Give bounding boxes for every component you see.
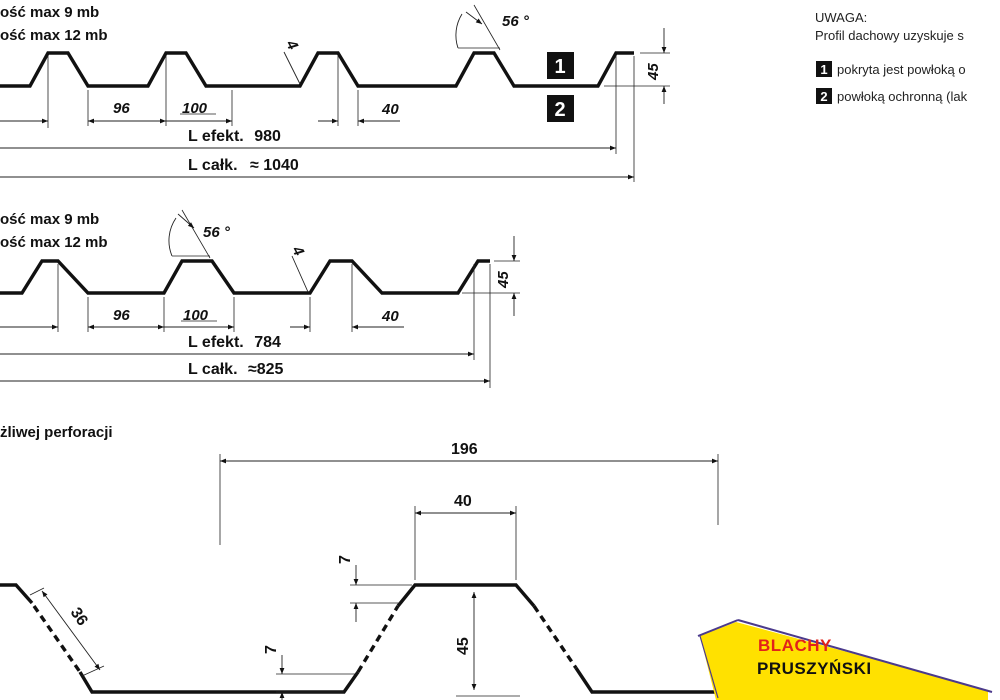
- perf-profile-left: [0, 583, 34, 605]
- logo-yellow-shape: [700, 622, 988, 700]
- profile-middle-shape: [0, 259, 490, 295]
- logo-blachy-pruszynski: BLACHY PRUSZYŃSKI: [697, 619, 993, 700]
- perforation-dim40: 40: [454, 493, 472, 510]
- profile-top-angle: 56 °: [502, 13, 530, 30]
- profile-top-shape: [0, 51, 634, 88]
- notes-line1: Profil dachowy uzyskuje s: [815, 28, 964, 43]
- l-efekt-text-top: L efekt. 980: [188, 128, 281, 145]
- perf-profile-right: [574, 667, 720, 694]
- perforation-dim45: 45: [455, 637, 472, 655]
- perf-profile-top: [396, 583, 536, 608]
- profile-middle-header-1: ość max 9 mb: [0, 211, 99, 228]
- notes-badge-1: [816, 61, 832, 77]
- notes-item1: pokryta jest powłoką o: [837, 62, 966, 77]
- dim-36-ext2: [81, 665, 105, 677]
- notes-badge-1-text: 1: [820, 62, 827, 77]
- dim-36-ext1: [29, 587, 45, 596]
- profile-top-dim40: 40: [381, 101, 399, 118]
- profile-top-dim100: 100: [182, 100, 208, 117]
- angle-arrow-top: [465, 11, 483, 25]
- profile-top-header-2: ość max 12 mb: [0, 27, 108, 44]
- logo-purple-line1: [697, 619, 739, 637]
- profile-middle-dim100: 100: [183, 307, 209, 324]
- thickness-line-top: [283, 51, 301, 85]
- logo-purple-line3: [699, 635, 719, 699]
- notes-badge-2: [816, 88, 832, 104]
- perforation-detail: żliwej perforacji 196 40 36 7: [0, 424, 720, 700]
- badge-2-top-text: 2: [554, 99, 565, 121]
- logo-purple-line2: [737, 619, 993, 693]
- notes-item2: powłoką ochronną (lak: [837, 89, 968, 104]
- l-calk-text-middle: L całk. ≈825: [188, 361, 284, 378]
- perf-dashed-2: [356, 605, 400, 673]
- profile-top-dim96: 96: [113, 100, 130, 117]
- badge-2-top: [547, 95, 574, 122]
- profile-top-thickness: 4: [282, 37, 302, 54]
- angle-arc-top: [455, 13, 463, 49]
- profile-middle-lefekt-label: L efekt.: [188, 334, 244, 351]
- profile-middle-lcalk-label: L całk.: [188, 361, 238, 378]
- profile-middle-lcalk-value: ≈825: [248, 361, 284, 378]
- perforation-title: żliwej perforacji: [0, 424, 113, 441]
- perforation-dim7-upper: 7: [337, 555, 354, 564]
- badge-1-top-text: 1: [554, 56, 565, 78]
- badge-1-top: [547, 52, 574, 79]
- profile-middle-height: 45: [495, 271, 512, 289]
- profile-top-lcalk-label: L całk.: [188, 157, 238, 174]
- notes-title: UWAGA:: [815, 10, 867, 25]
- profile-middle-dim96: 96: [113, 307, 130, 324]
- profile-middle-header-2: ość max 12 mb: [0, 234, 108, 251]
- notes-badge-2-text: 2: [820, 89, 827, 104]
- perforation-dim196: 196: [451, 441, 478, 458]
- profile-middle: ość max 9 mb ość max 12 mb 56 ° 4 45 96: [0, 209, 520, 388]
- perforation-dim36: 36: [67, 605, 91, 629]
- perforation-dim7-lower: 7: [263, 645, 280, 654]
- perf-dashed-3: [532, 605, 578, 669]
- profile-top: ość max 9 mb ość max 12 mb 56 ° 4 1 2 45: [0, 4, 670, 182]
- profile-middle-dim40: 40: [381, 308, 399, 325]
- thickness-line-middle: [291, 255, 309, 293]
- angle-ext2-middle: [181, 209, 211, 259]
- profile-middle-angle: 56 °: [203, 224, 231, 241]
- angle-arrow-middle: [177, 213, 195, 229]
- angle-ext2-top: [473, 4, 501, 51]
- profile-top-lcalk-value: ≈ 1040: [250, 157, 299, 174]
- profile-middle-lefekt-value: 784: [254, 334, 281, 351]
- logo-line2: PRUSZYŃSKI: [757, 659, 872, 678]
- dim-36-line: [41, 590, 101, 671]
- l-calk-text-top: L całk. ≈ 1040: [188, 157, 299, 174]
- perf-profile-bottom: [78, 671, 360, 694]
- notes-block: UWAGA: Profil dachowy uzyskuje s 1 pokry…: [815, 10, 968, 104]
- angle-arc-middle: [168, 217, 177, 257]
- profile-top-header-1: ość max 9 mb: [0, 4, 99, 21]
- l-efekt-text-middle: L efekt. 784: [188, 334, 281, 351]
- profile-top-lefekt-label: L efekt.: [188, 128, 244, 145]
- logo-line1: BLACHY: [758, 636, 832, 655]
- profile-middle-thickness: 4: [288, 243, 308, 260]
- profile-top-height: 45: [645, 63, 662, 81]
- profile-top-lefekt-value: 980: [254, 128, 281, 145]
